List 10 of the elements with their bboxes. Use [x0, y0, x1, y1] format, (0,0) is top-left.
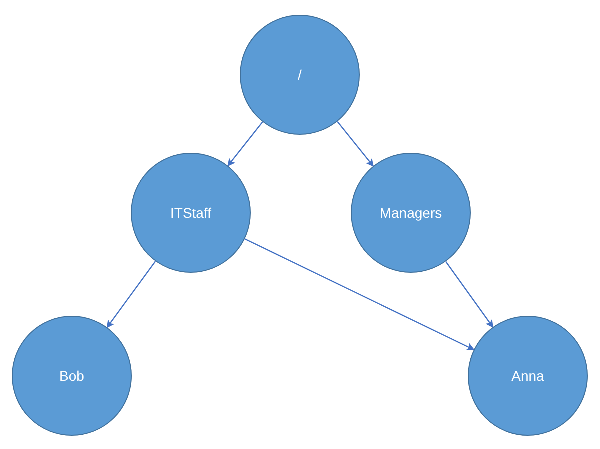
arrow [446, 261, 494, 328]
node-label: Managers [380, 205, 442, 221]
node-label: ITStaff [170, 205, 212, 221]
arrow [106, 261, 156, 328]
arrow [244, 238, 475, 350]
arrow [337, 121, 374, 168]
node-label: Bob [60, 368, 84, 384]
arrow [228, 122, 264, 167]
node-label: / [298, 67, 302, 83]
node-label: Anna [512, 368, 544, 384]
